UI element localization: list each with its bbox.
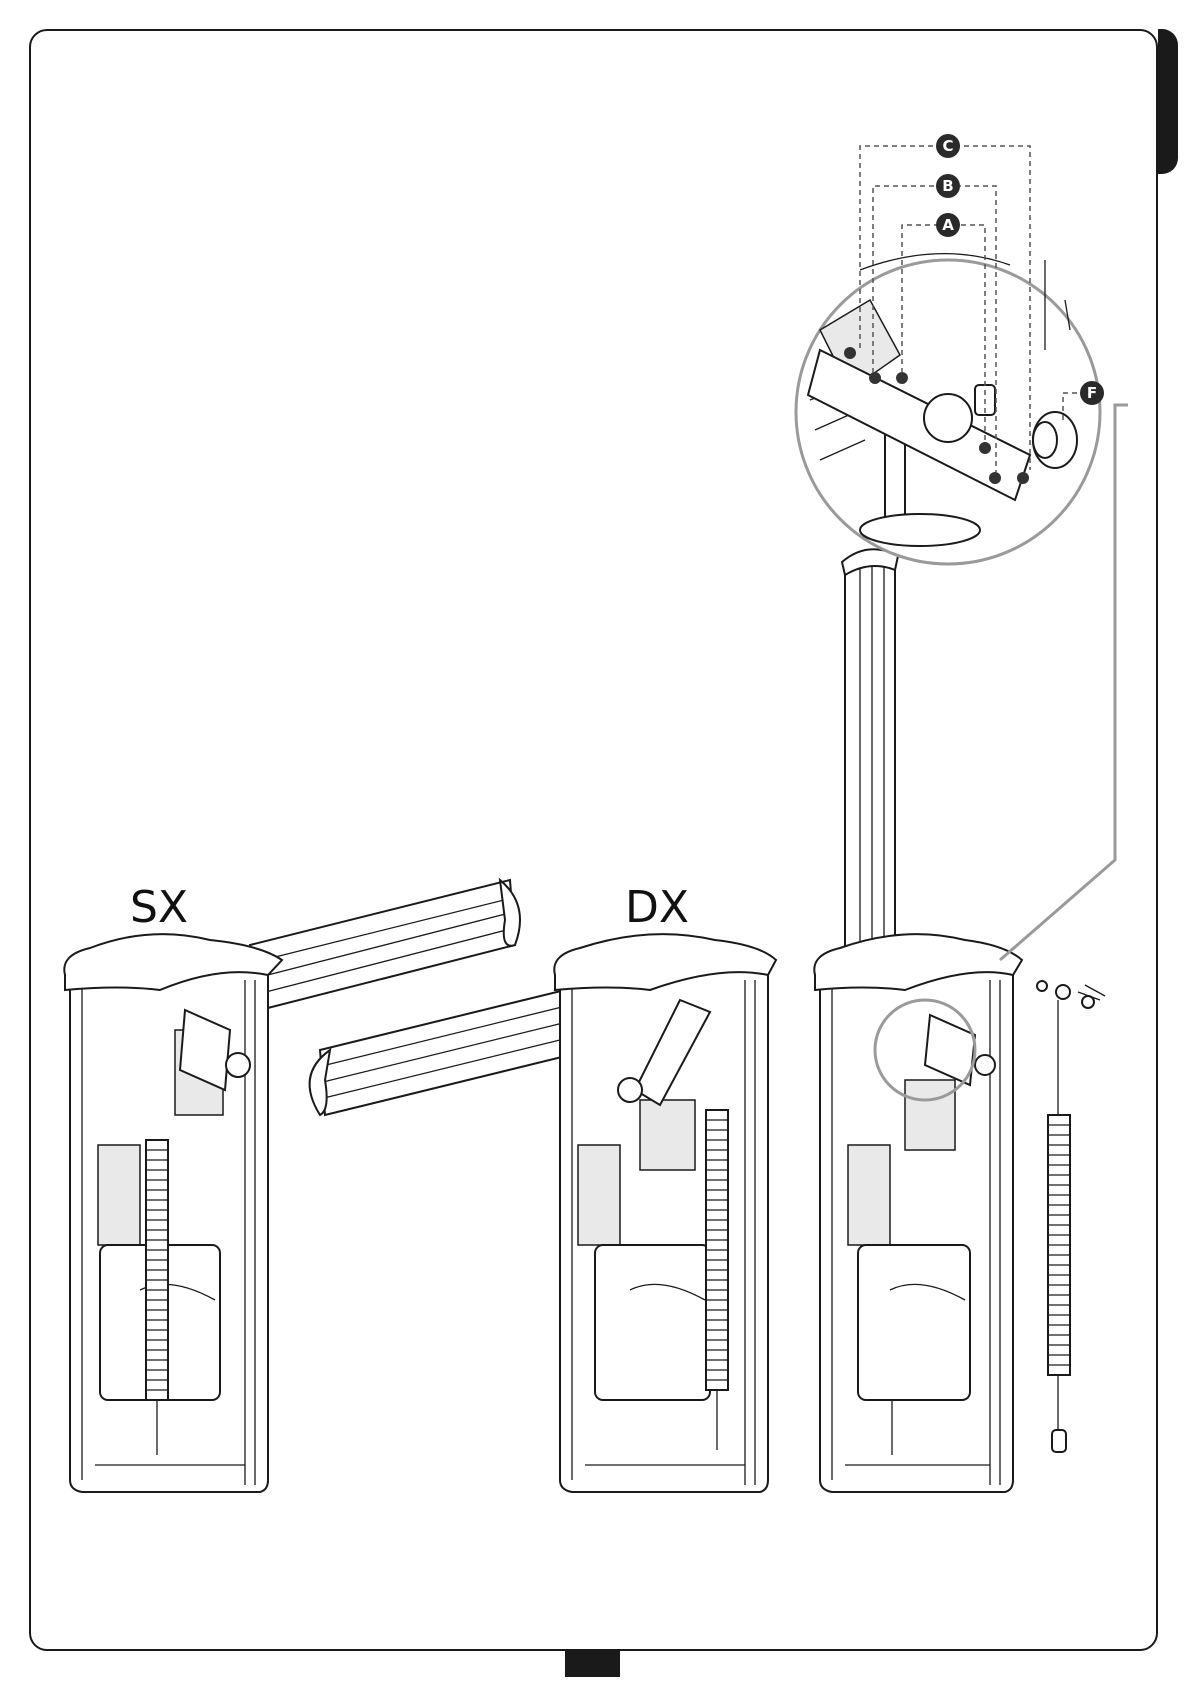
callout-label-a: A bbox=[942, 216, 954, 234]
boom-arm-sx bbox=[250, 880, 520, 1010]
boom-arm-dx bbox=[310, 990, 570, 1115]
barrier-unit-sx: SX bbox=[64, 880, 520, 1492]
callout-c: C bbox=[936, 134, 960, 158]
callout-f: F bbox=[1080, 381, 1104, 405]
callout-a: A bbox=[936, 213, 960, 237]
unit-label-sx: SX bbox=[130, 882, 188, 933]
balancing-spring-detached bbox=[1037, 981, 1105, 1452]
callout-label-c: C bbox=[942, 137, 953, 155]
barrier-unit-vertical bbox=[814, 549, 1022, 1492]
callout-b: B bbox=[936, 174, 960, 198]
callout-label-b: B bbox=[942, 177, 953, 195]
callout-label-f: F bbox=[1087, 384, 1097, 402]
unit-label-dx: DX bbox=[625, 882, 689, 933]
boom-arm-vertical bbox=[842, 549, 898, 955]
